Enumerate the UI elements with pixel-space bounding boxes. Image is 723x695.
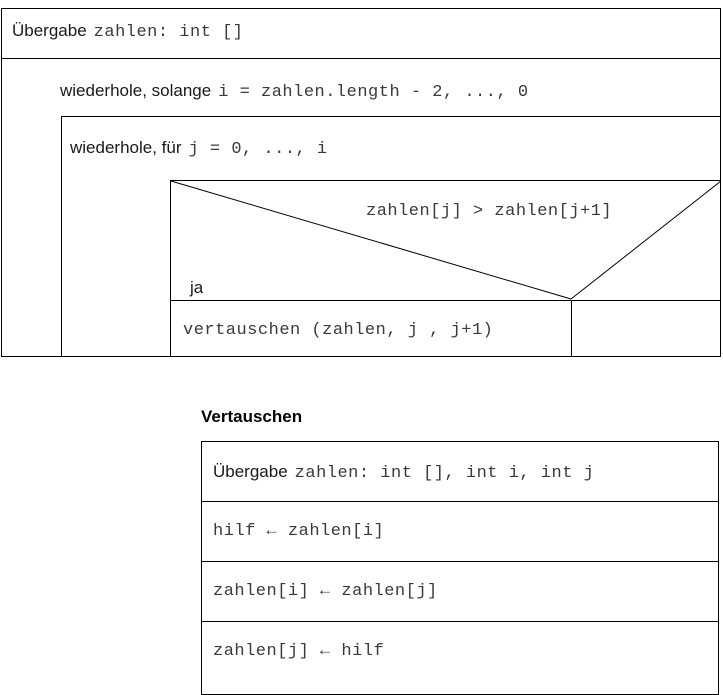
main-signature-code: zahlen: int [] bbox=[93, 23, 244, 42]
sub-signature-code: zahlen: int [], int i, int j bbox=[294, 464, 595, 483]
sub-signature-separator bbox=[201, 501, 719, 502]
outer-loop-code: i = zahlen.length - 2, ..., 0 bbox=[218, 83, 529, 102]
outer-loop-body-top bbox=[61, 116, 721, 117]
sub-signature-row: Übergabe zahlen: int [], int i, int j bbox=[213, 463, 594, 482]
outer-loop-header: wiederhole, solange i = zahlen.length - … bbox=[60, 82, 529, 101]
sub-statement-3: zahlen[j] ← hilf bbox=[213, 642, 385, 661]
inner-loop-body-top bbox=[170, 180, 721, 181]
sub-signature-label: Übergabe bbox=[213, 462, 288, 481]
then-branch-statement: vertauschen (zahlen, j , j+1) bbox=[183, 321, 494, 340]
inner-loop-code: j = 0, ..., i bbox=[188, 140, 328, 159]
inner-loop-label: wiederhole, für bbox=[70, 138, 182, 157]
branch-row-top-separator bbox=[170, 300, 721, 301]
sub-statement-2: zahlen[i] ← zahlen[j] bbox=[213, 582, 438, 601]
main-structogram-frame bbox=[1, 8, 721, 357]
outer-loop-label: wiederhole, solange bbox=[60, 81, 212, 100]
sub-structogram-heading: Vertauschen bbox=[201, 407, 303, 426]
main-signature-row: Übergabe zahlen: int [] bbox=[12, 22, 244, 41]
main-signature-label: Übergabe bbox=[12, 21, 87, 40]
sub-statement-1-separator bbox=[201, 561, 719, 562]
outer-loop-left-wall bbox=[61, 116, 62, 357]
signature-row-separator bbox=[1, 58, 721, 59]
inner-loop-header: wiederhole, für j = 0, ..., i bbox=[70, 139, 328, 158]
sub-statement-1: hilf ← zahlen[i] bbox=[213, 522, 385, 541]
inner-loop-left-wall bbox=[170, 180, 171, 357]
structogram-canvas: Übergabe zahlen: int [] wiederhole, sola… bbox=[1, 8, 722, 695]
sub-statement-2-separator bbox=[201, 621, 719, 622]
condition-yes-label: ja bbox=[190, 278, 204, 297]
condition-expression: zahlen[j] > zahlen[j+1] bbox=[366, 202, 613, 221]
branch-split-divider bbox=[571, 300, 572, 357]
